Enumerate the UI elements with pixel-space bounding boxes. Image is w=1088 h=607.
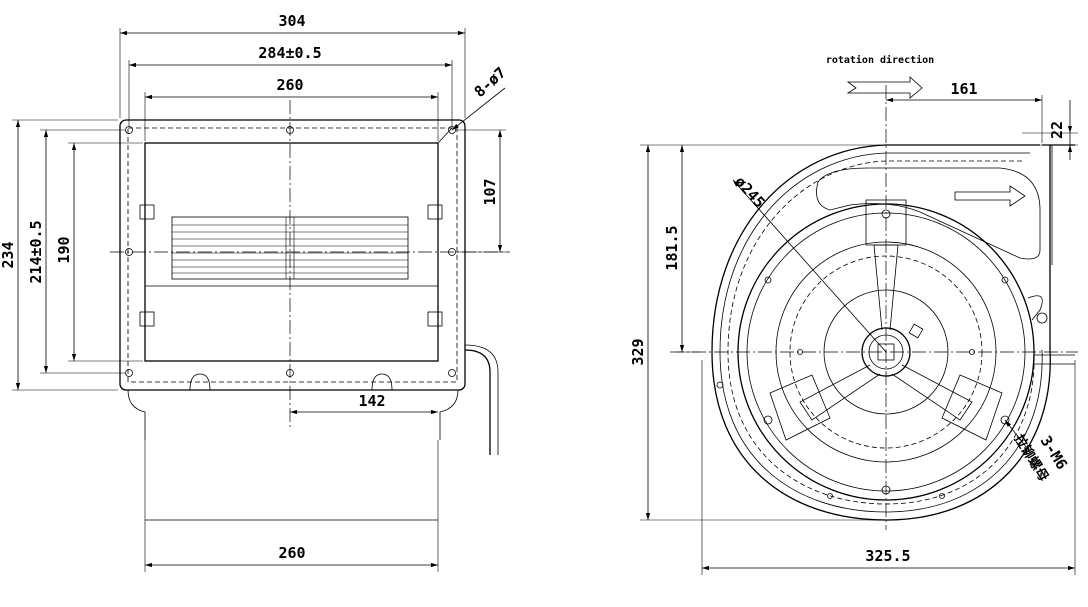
rotation-arrow (846, 76, 923, 99)
side-view: rotation direction 161 22 ø245 (629, 54, 1078, 575)
dim-upper-height: 181.5 (663, 225, 681, 270)
dim-impeller-diameter: ø245 (731, 173, 769, 212)
dim-shaft-offset: 142 (358, 392, 385, 410)
dim-overall-width-side: 325.5 (865, 547, 910, 565)
dim-inner-height: 190 (55, 236, 73, 263)
dim-flange: 22 (1048, 121, 1066, 139)
mounting-holes (125, 126, 456, 377)
dim-bottom-width: 260 (278, 544, 305, 562)
dim-overall-height: 234 (0, 241, 17, 268)
dim-overall-height-side: 329 (629, 338, 647, 365)
flange-plate (119, 119, 466, 391)
dim-hole-spec: 8-ø7 (471, 63, 510, 101)
dim-overall-width: 304 (278, 12, 305, 30)
dim-inner-width: 260 (276, 76, 303, 94)
rotation-label: rotation direction (826, 54, 934, 66)
impeller-blades (171, 216, 409, 280)
volute-casing (711, 144, 1051, 521)
dim-hole-pitch-height: 214±0.5 (27, 220, 45, 283)
dim-hole-pitch-width: 284±0.5 (258, 44, 321, 62)
mounting-bolts (716, 209, 1010, 499)
front-view: 304 284±0.5 260 8-ø7 234 214±0.5 190 107… (0, 12, 510, 572)
dim-upper-offset: 107 (481, 178, 499, 205)
cable (464, 349, 491, 455)
dim-outlet-offset: 161 (950, 80, 977, 98)
